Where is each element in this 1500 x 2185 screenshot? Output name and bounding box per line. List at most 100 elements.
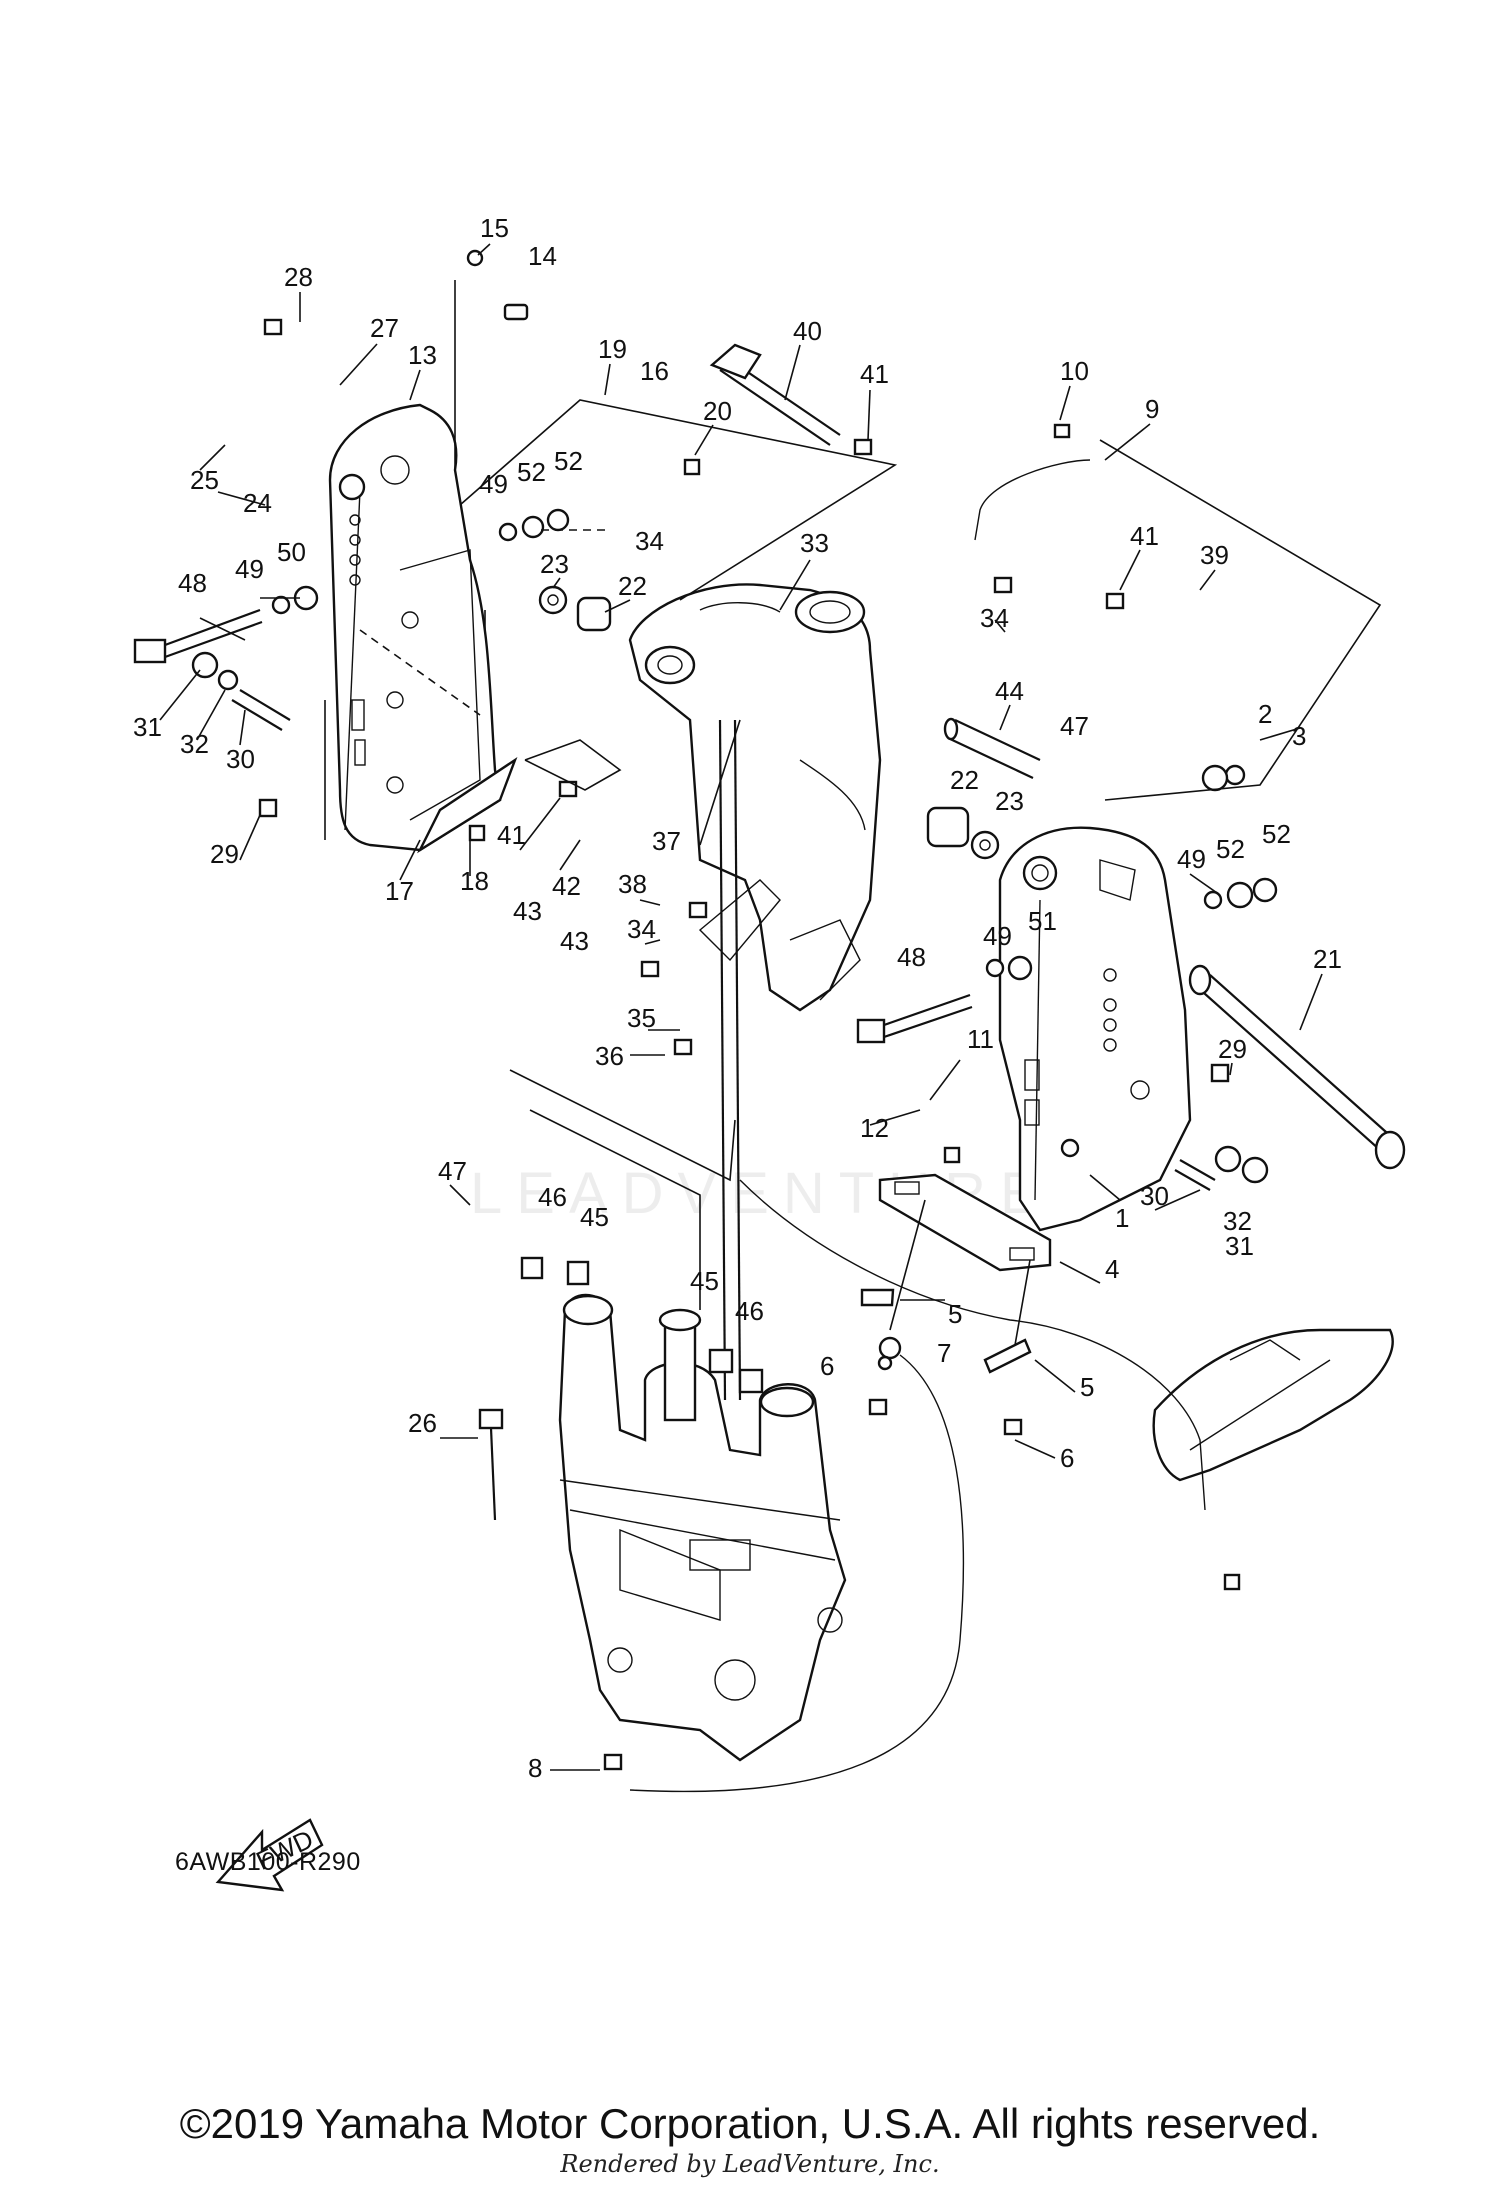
bushing-left [576, 596, 612, 632]
callout-4: 4 [1105, 1254, 1119, 1284]
callout-43: 43 [560, 926, 589, 956]
callout-5: 5 [1080, 1372, 1094, 1402]
through-bolt-right [856, 993, 973, 1044]
callout-47: 47 [438, 1156, 467, 1186]
tilt-tube [718, 719, 1406, 1401]
studs [231, 689, 1216, 1191]
callout-43: 43 [513, 896, 542, 926]
power-trim-tilt-unit [558, 1293, 847, 1762]
callout-49: 49 [1177, 844, 1206, 874]
bushing-right [926, 806, 970, 848]
callout-23: 23 [995, 786, 1024, 816]
callout-35: 35 [627, 1003, 656, 1033]
callout-5: 5 [948, 1299, 962, 1329]
callout-26: 26 [408, 1408, 437, 1438]
rendered-by-credit: Rendered by LeadVenture, Inc. [560, 2150, 940, 2178]
callout-41: 41 [497, 820, 526, 850]
callout-23: 23 [540, 549, 569, 579]
callout-45: 45 [690, 1266, 719, 1296]
callout-52: 52 [1216, 834, 1245, 864]
callout-27: 27 [370, 313, 399, 343]
callout-20: 20 [703, 396, 732, 426]
callout-36: 36 [595, 1041, 624, 1071]
callout-48: 48 [178, 568, 207, 598]
callout-30: 30 [226, 744, 255, 774]
callout-31: 31 [133, 712, 162, 742]
swivel-bracket [628, 583, 882, 1012]
callout-15: 15 [480, 213, 509, 243]
callout-40: 40 [793, 316, 822, 346]
callout-49: 49 [235, 554, 264, 584]
callout-2: 2 [1258, 699, 1272, 729]
callout-49: 49 [479, 469, 508, 499]
callout-25: 25 [190, 465, 219, 495]
callout-10: 10 [1060, 356, 1089, 386]
diagram-code: 6AWB100-R290 [175, 1848, 361, 1876]
callout-39: 39 [1200, 540, 1229, 570]
callout-3: 3 [1292, 721, 1306, 751]
callout-34: 34 [635, 526, 664, 556]
callout-50: 50 [277, 537, 306, 567]
callout-11: 11 [967, 1024, 994, 1054]
callout-32: 32 [180, 729, 209, 759]
small-bolts [258, 303, 1241, 1771]
callout-18: 18 [460, 866, 489, 896]
callout-41: 41 [1130, 521, 1159, 551]
callout-8: 8 [528, 1753, 542, 1783]
callout-29: 29 [210, 839, 239, 869]
through-bolt-left [133, 608, 263, 664]
callout-46: 46 [538, 1182, 567, 1212]
callout-22: 22 [618, 571, 647, 601]
grease-pipe [943, 717, 1041, 779]
right-clamp-bracket [998, 826, 1192, 1232]
callout-42: 42 [552, 871, 581, 901]
callout-13: 13 [408, 340, 437, 370]
callout-19: 19 [598, 334, 627, 364]
callout-52: 52 [554, 446, 583, 476]
copyright-notice: ©2019 Yamaha Motor Corporation, U.S.A. A… [179, 2100, 1321, 2147]
callout-45: 45 [580, 1202, 609, 1232]
callout-47: 47 [1060, 711, 1089, 741]
callout-7: 7 [937, 1338, 951, 1368]
callout-16: 16 [640, 356, 669, 386]
callout-1: 1 [1115, 1203, 1129, 1233]
callout-52: 52 [517, 457, 546, 487]
tilt-pin [709, 343, 841, 446]
plate-left [860, 1288, 895, 1307]
callout-34: 34 [627, 914, 656, 944]
anode [878, 1173, 1052, 1272]
callout-6: 6 [1060, 1443, 1074, 1473]
label-leaders [159, 243, 1323, 1771]
callout-32: 32 [1223, 1206, 1252, 1236]
callout-9: 9 [1145, 394, 1159, 424]
callout-labels: 15 14 28 27 13 19 16 40 41 20 10 9 25 24… [133, 213, 1342, 1783]
callout-29: 29 [1218, 1034, 1247, 1064]
callout-38: 38 [618, 869, 647, 899]
callout-34: 34 [980, 603, 1009, 633]
callout-44: 44 [995, 676, 1024, 706]
bushings-ptt [520, 1256, 764, 1394]
callout-31: 31 [1225, 1231, 1254, 1261]
assembly-leaders [324, 280, 1382, 1346]
callout-17: 17 [385, 876, 414, 906]
callout-6: 6 [820, 1351, 834, 1381]
callout-33: 33 [800, 528, 829, 558]
callout-22: 22 [950, 765, 979, 795]
callout-52: 52 [1262, 819, 1291, 849]
callout-21: 21 [1313, 944, 1342, 974]
callout-37: 37 [652, 826, 681, 856]
cable-tie [478, 1408, 504, 1521]
callout-14: 14 [528, 241, 557, 271]
callout-12: 12 [860, 1113, 889, 1143]
lower-unit-fragment [1152, 1328, 1394, 1482]
callout-41: 41 [860, 359, 889, 389]
left-clamp-bracket [328, 403, 518, 854]
washers [191, 249, 1278, 1371]
callout-46: 46 [735, 1296, 764, 1326]
ground-wires [629, 459, 1206, 1793]
fwd-arrow-icon: FWD [215, 1818, 324, 1892]
callout-51: 51 [1028, 906, 1057, 936]
callout-28: 28 [284, 262, 313, 292]
plate-right [983, 1338, 1032, 1374]
